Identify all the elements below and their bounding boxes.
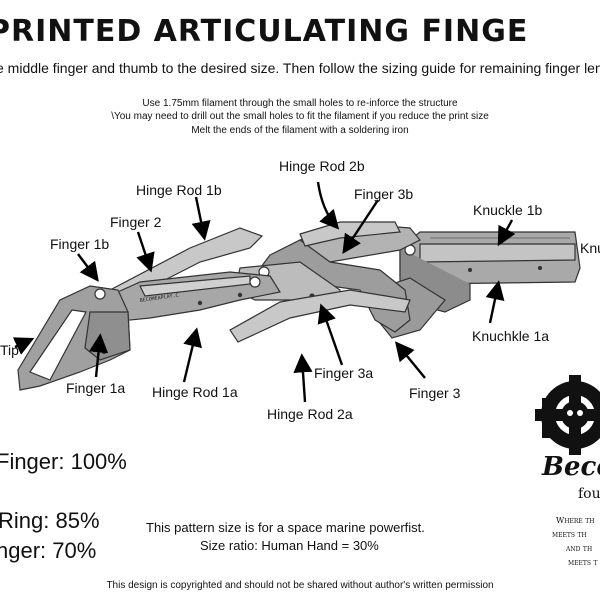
label-finger-3b: Finger 3b bbox=[354, 186, 414, 202]
finger-2-part bbox=[99, 271, 281, 323]
label-knuchkle-1a: Knuchkle 1a bbox=[472, 328, 550, 344]
logo-text: Beco bbox=[542, 452, 600, 482]
label-finger-3a: Finger 3a bbox=[314, 365, 374, 381]
logo-motto-2: meets th bbox=[552, 530, 587, 539]
logo-motto-3: and th bbox=[566, 544, 593, 553]
label-knuckle-1b: Knuckle 1b bbox=[473, 202, 543, 218]
label-hinge-rod-2a: Hinge Rod 2a bbox=[267, 406, 353, 422]
label-finger-1b: Finger 1b bbox=[50, 236, 110, 252]
note-drill: \You may need to drill out the small hol… bbox=[111, 111, 489, 122]
leader-lines bbox=[12, 181, 516, 403]
label-tip: Tip bbox=[0, 342, 19, 358]
label-finger-2: Finger 2 bbox=[110, 214, 162, 230]
page-subtitle: e middle finger and thumb to the desired… bbox=[0, 60, 600, 76]
note-melt: Melt the ends of the filament with a sol… bbox=[191, 125, 409, 136]
sizing-ring: Ring: 85% bbox=[0, 508, 100, 533]
label-knuckle-cut: Knu bbox=[580, 240, 600, 256]
label-finger-3: Finger 3 bbox=[409, 385, 461, 401]
label-finger-1a: Finger 1a bbox=[66, 380, 126, 396]
label-hinge-rod-1a: Hinge Rod 1a bbox=[152, 384, 238, 400]
size-ratio: Size ratio: Human Hand = 30% bbox=[200, 538, 379, 553]
logo-motto-4: meets t bbox=[568, 558, 598, 567]
finger-1-part bbox=[17, 285, 131, 391]
sizing-finger: Finger: 100% bbox=[0, 449, 127, 474]
part-engraving: BECOMEAPLAY.C bbox=[139, 293, 179, 304]
copyright-notice: This design is copyrighted and should no… bbox=[106, 580, 494, 591]
page-title: PRINTED ARTICULATING FINGE bbox=[0, 14, 529, 49]
robot-icon bbox=[536, 398, 558, 438]
label-hinge-rod-2b: Hinge Rod 2b bbox=[279, 158, 365, 174]
logo-subtext: fou bbox=[578, 486, 600, 502]
label-hinge-rod-1b: Hinge Rod 1b bbox=[136, 182, 222, 198]
pattern-note: This pattern size is for a space marine … bbox=[146, 520, 425, 535]
note-filament: Use 1.75mm filament through the small ho… bbox=[142, 98, 458, 109]
logo-motto-1: Where th bbox=[556, 516, 595, 525]
sizing-little: nger: 70% bbox=[0, 538, 97, 563]
